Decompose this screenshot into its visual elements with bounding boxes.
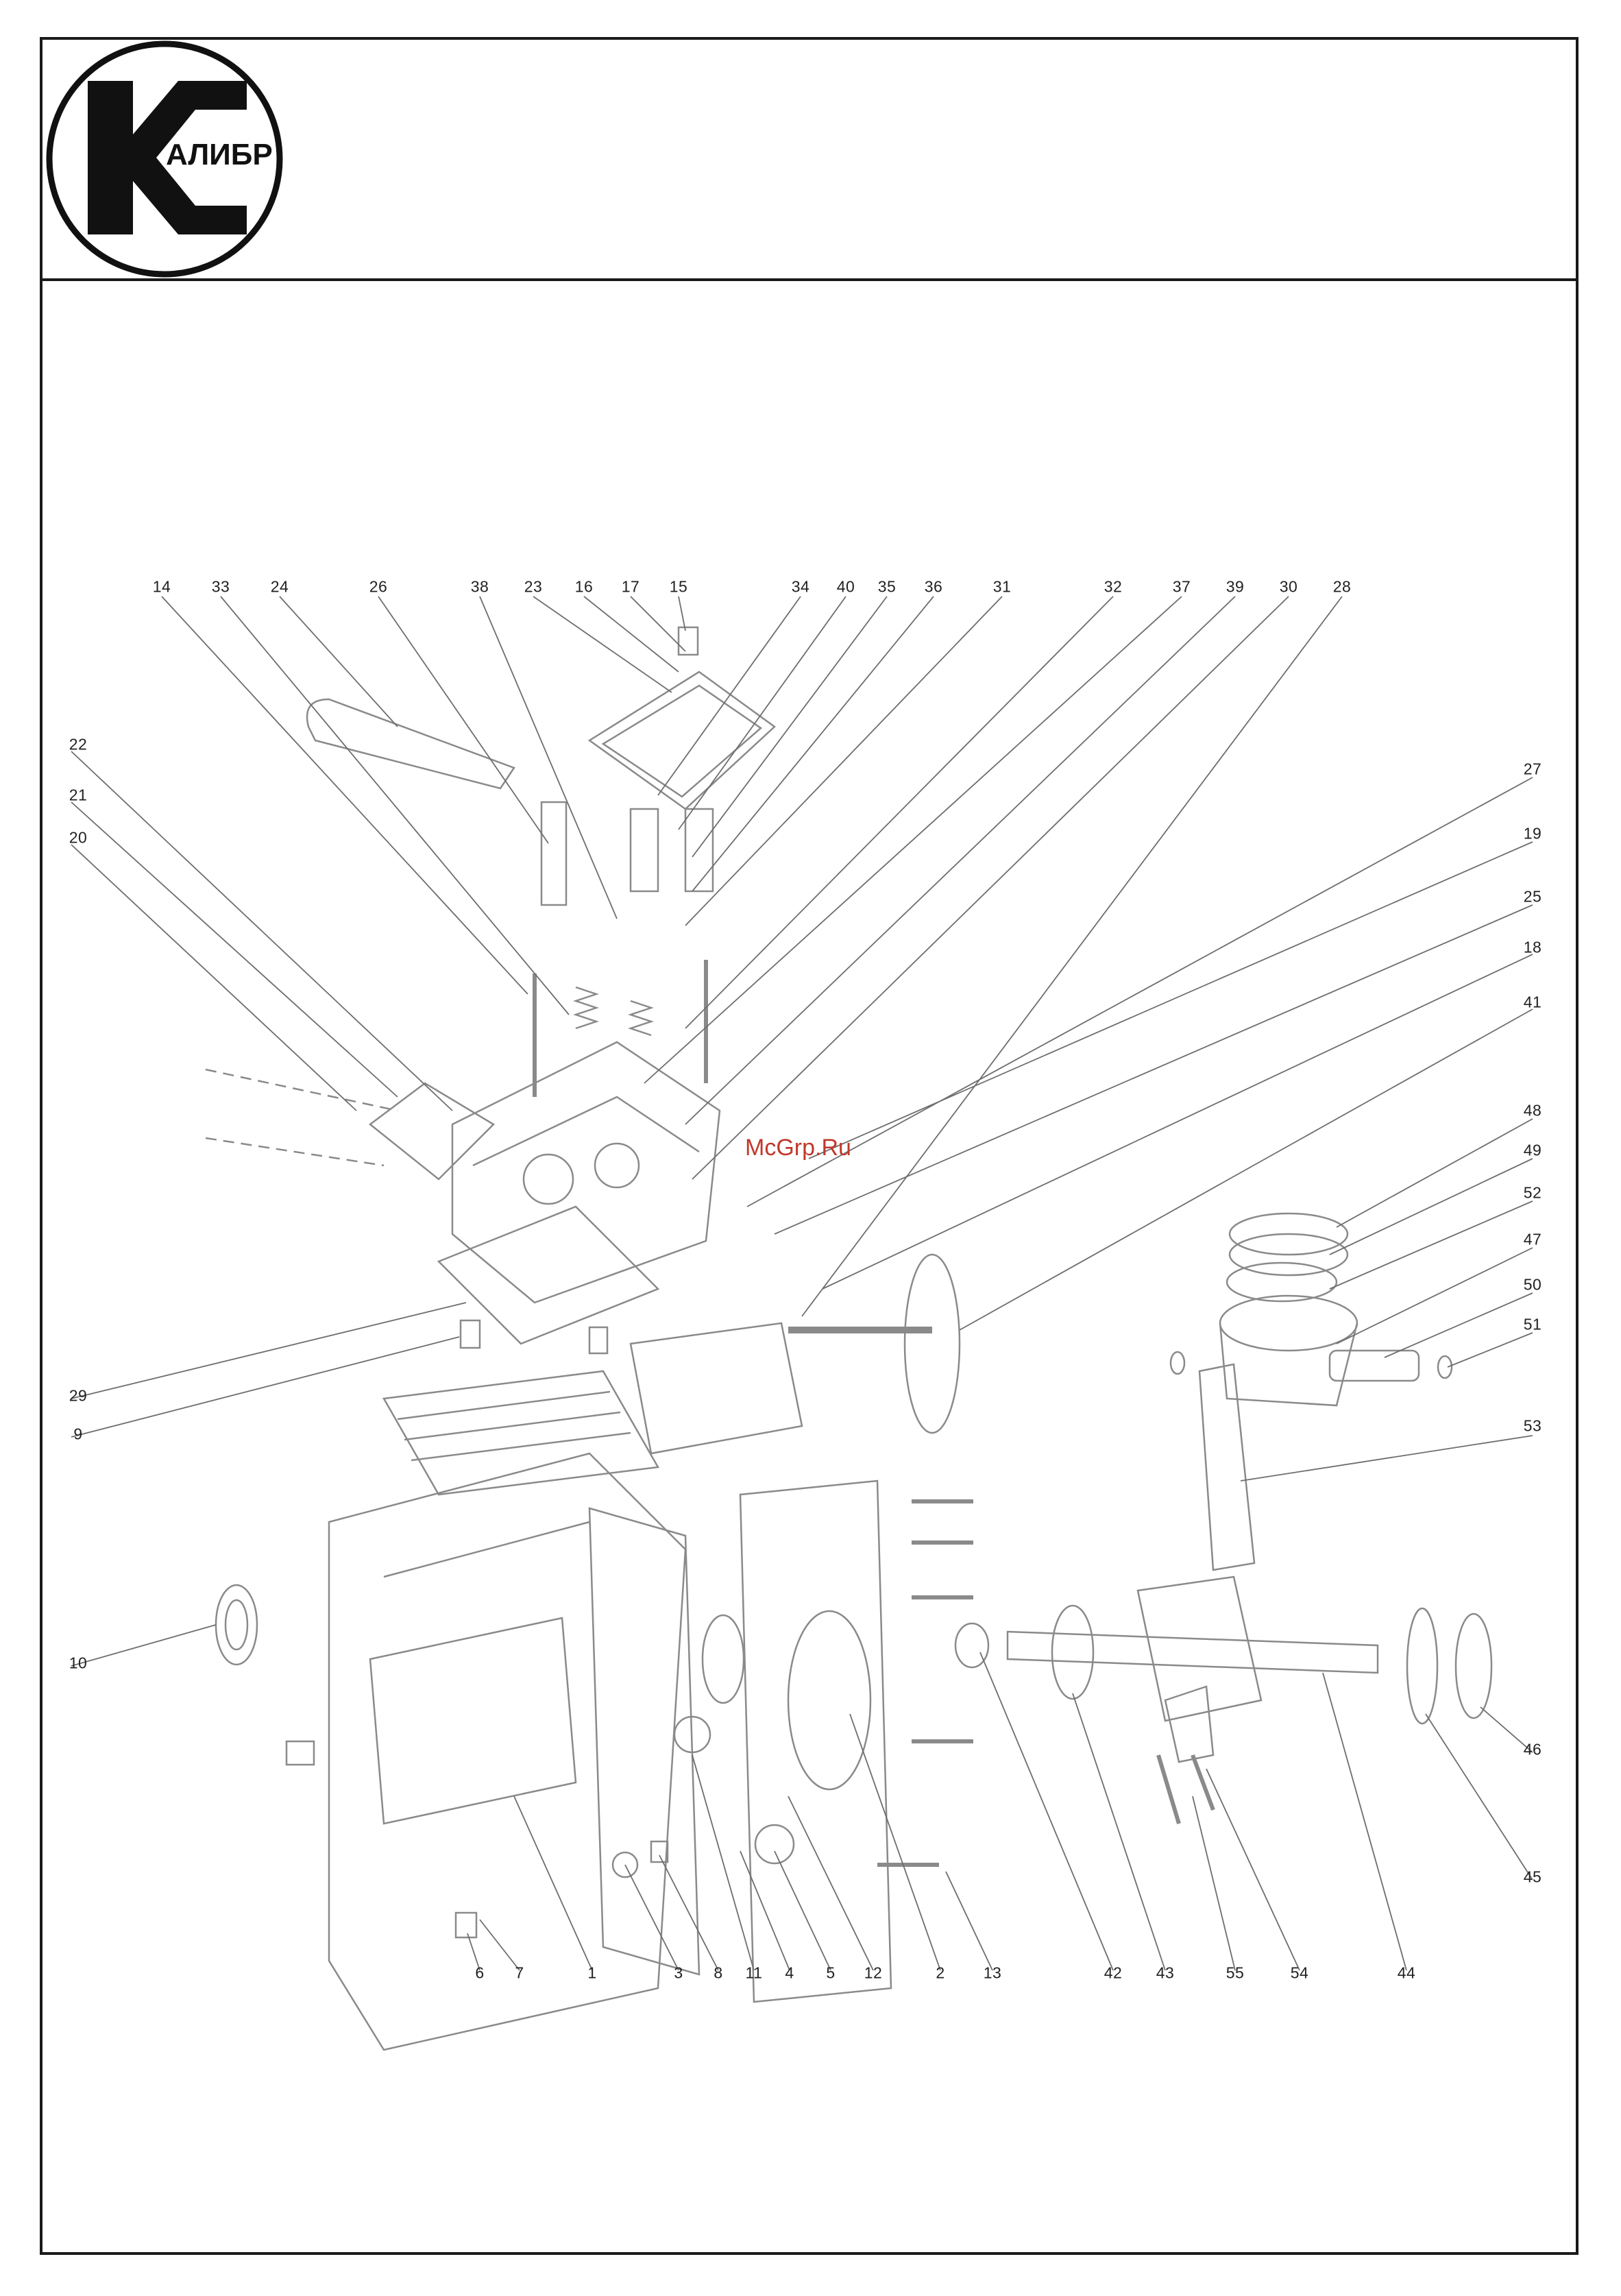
callout-28: 28 — [1333, 579, 1352, 595]
callout-33: 33 — [212, 579, 230, 595]
callout-40: 40 — [837, 579, 855, 595]
callout-50: 50 — [1524, 1277, 1542, 1293]
callout-44: 44 — [1398, 1966, 1416, 1981]
callout-29: 29 — [69, 1388, 88, 1404]
callout-3: 3 — [674, 1966, 683, 1981]
callout-14: 14 — [153, 579, 171, 595]
callout-34: 34 — [792, 579, 810, 595]
header-divider — [40, 278, 1579, 281]
callout-19: 19 — [1524, 826, 1542, 842]
callout-5: 5 — [826, 1966, 835, 1981]
callout-30: 30 — [1280, 579, 1298, 595]
watermark-text: McGrp.Ru — [745, 1135, 851, 1161]
callout-42: 42 — [1104, 1966, 1123, 1981]
callout-37: 37 — [1173, 579, 1191, 595]
callout-55: 55 — [1226, 1966, 1245, 1981]
callout-11: 11 — [746, 1966, 763, 1981]
callout-49: 49 — [1524, 1143, 1542, 1159]
callout-2: 2 — [936, 1966, 944, 1981]
callout-17: 17 — [622, 579, 640, 595]
callout-53: 53 — [1524, 1418, 1542, 1434]
callout-27: 27 — [1524, 762, 1542, 777]
callout-22: 22 — [69, 737, 88, 753]
callout-10: 10 — [69, 1656, 88, 1671]
callout-6: 6 — [475, 1966, 484, 1981]
callout-18: 18 — [1524, 940, 1542, 956]
callout-4: 4 — [785, 1966, 794, 1981]
callout-48: 48 — [1524, 1103, 1542, 1119]
callout-1: 1 — [587, 1966, 596, 1981]
callout-35: 35 — [878, 579, 897, 595]
callout-7: 7 — [515, 1966, 524, 1981]
callout-23: 23 — [524, 579, 543, 595]
callout-13: 13 — [984, 1966, 1002, 1981]
callout-52: 52 — [1524, 1185, 1542, 1201]
callout-9: 9 — [73, 1427, 82, 1442]
callout-24: 24 — [271, 579, 289, 595]
callout-20: 20 — [69, 830, 88, 846]
callout-45: 45 — [1524, 1870, 1542, 1885]
callout-46: 46 — [1524, 1742, 1542, 1758]
callout-8: 8 — [714, 1966, 722, 1981]
callout-16: 16 — [575, 579, 594, 595]
callout-41: 41 — [1524, 995, 1542, 1011]
callout-43: 43 — [1156, 1966, 1175, 1981]
callout-32: 32 — [1104, 579, 1123, 595]
callout-47: 47 — [1524, 1232, 1542, 1248]
callout-25: 25 — [1524, 889, 1542, 905]
callout-26: 26 — [369, 579, 388, 595]
callout-39: 39 — [1226, 579, 1245, 595]
callout-21: 21 — [69, 788, 88, 803]
callout-31: 31 — [993, 579, 1012, 595]
callout-38: 38 — [471, 579, 489, 595]
callout-51: 51 — [1524, 1317, 1542, 1333]
callout-12: 12 — [864, 1966, 883, 1981]
callout-15: 15 — [670, 579, 688, 595]
callout-36: 36 — [925, 579, 943, 595]
callout-54: 54 — [1291, 1966, 1309, 1981]
